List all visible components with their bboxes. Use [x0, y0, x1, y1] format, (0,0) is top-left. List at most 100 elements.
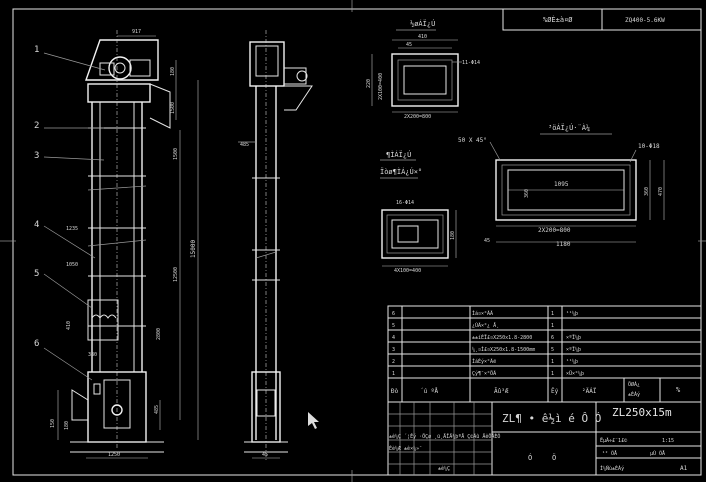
parts-header-mat: ²ÄÁÏ — [582, 388, 597, 395]
title-block: ZL¶ • ê½ì é Ô Ó ZL250x15m Ó Ö ±ê¼Ç ´¦Êý … — [387, 401, 702, 476]
dim-discharge-inner-h: 360 — [524, 189, 530, 198]
part-no-4: 3 — [392, 347, 395, 353]
parts-header-row: Ðò ´ú ºÅ Ãû³Æ Êý ²ÄÁÏ ÖØÁ¿ ±ÈÀý % — [391, 381, 681, 398]
callout-6: 6 — [34, 339, 39, 349]
dim-side-base: 45 — [262, 452, 268, 458]
callout-1: 1 — [34, 45, 39, 55]
part-no-2: 5 — [392, 323, 395, 329]
parts-header-weight: ÖØÁ¿ — [628, 381, 640, 388]
title-hat: ±ê¼Ç — [438, 465, 450, 472]
title-sheet-a: ËµÃ÷£¨1£© — [600, 437, 628, 444]
title-model: ZL250x15m — [612, 406, 672, 419]
part-no-6: 1 — [392, 371, 395, 377]
title-main: ZL¶ • ê½ì é Ô Ó — [502, 412, 601, 425]
dim-discharge-h2: 470 — [658, 187, 664, 196]
detail-lower-title-b: Ïòø¶ÌÁ¿Ú×° — [380, 167, 422, 176]
title-sheet-b: Í¼Ñù±ÈÀý — [600, 464, 624, 472]
dim-1500-a: 1500 — [170, 102, 176, 114]
parts-table — [387, 305, 702, 403]
part-name-1: Ìá¤×°ÃÃ — [472, 310, 493, 317]
dim-2800: 2800 — [156, 328, 162, 340]
dim-15000: 15000 — [190, 240, 197, 258]
part-name-2: ¿ÚÃ×°¿ Å¸ — [472, 322, 499, 329]
dim-inlet-bottom: 2X200=800 — [404, 114, 431, 120]
detail-inlet-flange: ½øÁÏ¿Ú 410 45 11-Φ14 220 2X100=400 2X200… — [366, 19, 480, 120]
part-mat-3: ×ºÏ¼þ — [566, 334, 581, 341]
detail-discharge-title: ³öÁÏ¿Ú·¨À¼ — [548, 123, 590, 132]
parts-header-code: ´ú ºÅ — [420, 388, 438, 395]
dim-180-b: 180 — [64, 421, 70, 430]
part-no-1: 6 — [392, 311, 395, 317]
dim-discharge-width: 1180 — [556, 241, 571, 248]
dim-lower-holes: 16-Φ14 — [396, 200, 414, 206]
dim-150: 150 — [50, 419, 56, 428]
part-qty-2: 1 — [551, 323, 554, 329]
title-note-row: ±ê¼Ç ´¦Êý ·ÖÇø ¸ü¸ÄÎÄ¼þºÅ Ç©Ãû ÄêÔÂÈÕ — [389, 432, 500, 440]
detail-discharge-flange: ³öÁÏ¿Ú·¨À¼ 50 X 45° 10-Φ18 1095 360 360 … — [458, 123, 665, 248]
dim-485: 485 — [154, 405, 160, 414]
dim-180: 180 — [170, 67, 176, 76]
dim-1250: 1250 — [108, 452, 120, 458]
part-mat-6: ×Ü×°¼þ — [566, 370, 584, 377]
part-no-5: 2 — [392, 359, 395, 365]
dim-1050: 1050 — [66, 262, 78, 268]
parts-header-name: Ãû³Æ — [494, 388, 509, 395]
dim-chamfer: 50 X 45° — [458, 137, 487, 144]
title-a1: A1 — [680, 465, 688, 472]
dim-1235: 1235 — [66, 226, 78, 232]
part-name-5: ÌáÉý×°Ãë — [472, 357, 496, 365]
title-note-row2: Éè¼Æ ±ê×¼»¯ — [389, 444, 422, 452]
callout-4: 4 — [34, 220, 39, 230]
detail-lower-title-a: ¶ÌÁÏ¿Ú — [386, 150, 411, 159]
dim-inlet-second: 45 — [406, 42, 412, 48]
parts-header-qty: Êý — [551, 387, 559, 395]
dim-side-top: 485 — [240, 142, 249, 148]
parts-header-percent: % — [676, 386, 681, 394]
dim-inlet-top: 410 — [418, 34, 427, 40]
front-dimensions: 917 180 1500 15000 1500 12500 2800 1235 … — [50, 29, 199, 459]
dim-discharge-pitch: 2X200=800 — [538, 227, 571, 234]
elevator-side-view: 45 485 — [238, 30, 319, 460]
part-qty-1: 1 — [551, 311, 554, 317]
part-name-3: ±±íÉÏ£¤X250x1.8-2800 — [472, 333, 532, 341]
dim-inlet-height-b: 2X100=400 — [378, 73, 384, 100]
part-qty-3: 6 — [551, 335, 554, 341]
part-mat-4: ×ºÏ¼þ — [566, 346, 581, 353]
dim-discharge-h1: 360 — [644, 187, 650, 196]
title-s1: ¹² ÕÅ — [602, 450, 617, 457]
dim-300: 380 — [88, 352, 97, 358]
dim-discharge-inner: 1095 — [554, 181, 569, 188]
dim-917: 917 — [132, 29, 141, 35]
part-qty-5: 1 — [551, 359, 554, 365]
part-name-4: ¼¸¤Ì£¤X250x1.8-1500mm — [472, 346, 535, 353]
dim-inlet-height: 220 — [366, 79, 372, 88]
part-qty-4: 5 — [551, 347, 554, 353]
cursor-icon — [308, 412, 319, 429]
parts-header-no: Ðò — [391, 388, 399, 395]
dim-discharge-holes: 10-Φ18 — [638, 143, 660, 150]
dim-lower-w: 4X100=400 — [394, 268, 421, 274]
title-strip: %ØÈ±à¤Ø ZQ400-5.6KW — [502, 8, 702, 31]
callout-5: 5 — [34, 269, 39, 279]
elevator-front-view — [70, 30, 171, 453]
dim-inlet-holes: 11-Φ14 — [462, 60, 480, 66]
title-strip-code: ZQ400-5.6KW — [625, 17, 665, 24]
detail-inlet-title: ½øÁÏ¿Ú — [410, 19, 435, 28]
part-no-3: 4 — [392, 335, 395, 341]
callouts: 1 2 3 4 5 6 — [34, 45, 106, 381]
dim-1500-b: 1500 — [173, 148, 179, 160]
title-s2: µÚ ÕÅ — [650, 450, 665, 457]
parts-rows: 6 Ìá¤×°ÃÃ 1 ¹¹¼þ 5 ¿ÚÃ×°¿ Å¸ 1 4 ±±íÉÏ£¤X250x1.8… — [392, 310, 584, 377]
part-name-6: Çý¶¯×°ÖÃ — [472, 370, 496, 377]
parts-header-scale: ±ÈÀý — [628, 390, 640, 398]
callout-2: 2 — [34, 121, 39, 131]
dim-lower-h: 180 — [450, 231, 456, 240]
title-footer-2: Ö — [552, 453, 556, 462]
part-mat-1: ¹¹¼þ — [566, 311, 578, 317]
dim-discharge-side: 45 — [484, 238, 490, 244]
dim-250: 410 — [66, 321, 72, 330]
dim-12500: 12500 — [173, 267, 179, 282]
part-mat-5: ¹¹¼þ — [566, 359, 578, 365]
